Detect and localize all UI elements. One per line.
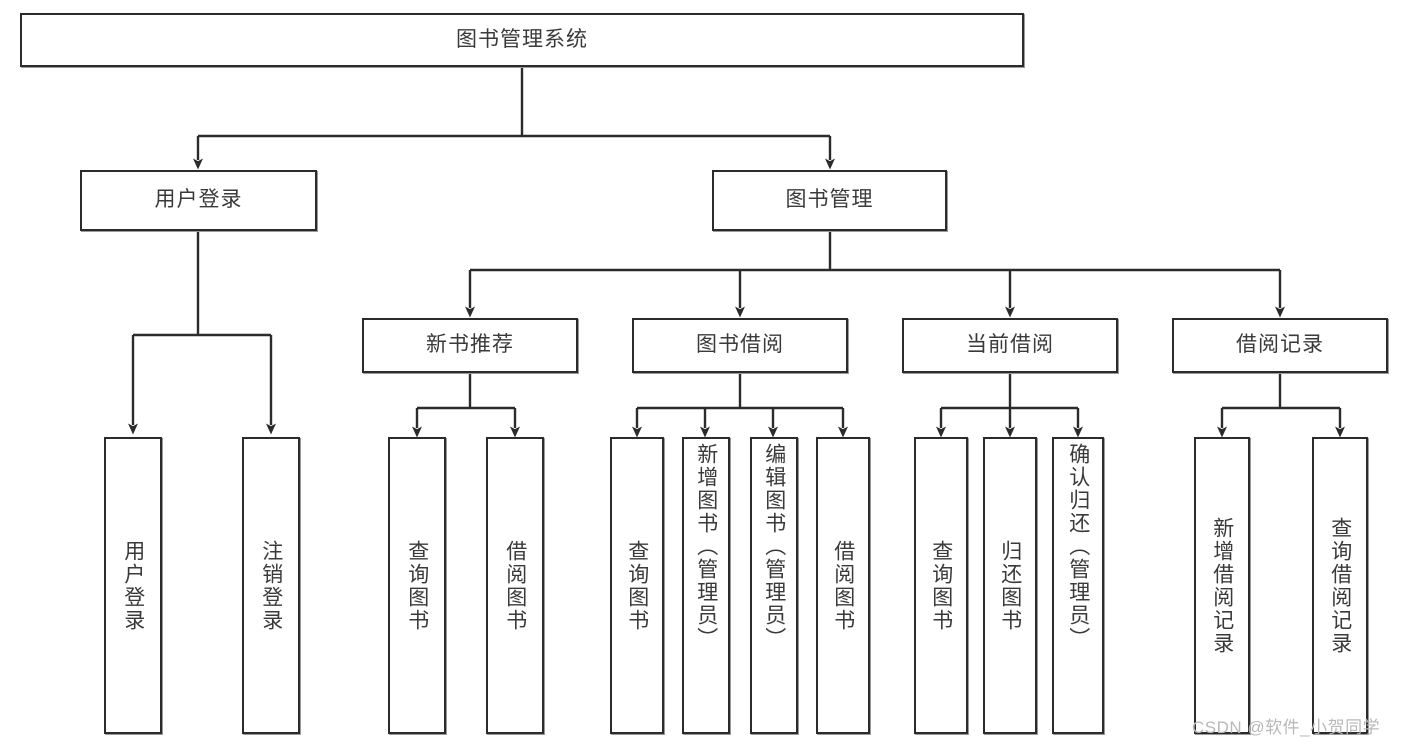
node-label: 查询借阅记录 xyxy=(1328,516,1352,655)
node-label: 查询图书 xyxy=(625,539,649,632)
node-label: 借阅记录 xyxy=(1236,333,1324,357)
leaf-query-borrow-record[interactable]: 查询借阅记录 xyxy=(1312,437,1368,734)
leaf-user-login[interactable]: 用户登录 xyxy=(104,437,162,734)
leaf-borrow-book-recommend[interactable]: 借阅图书 xyxy=(486,437,544,734)
node-label: 新书推荐 xyxy=(426,333,514,357)
node-current-borrow[interactable]: 当前借阅 xyxy=(902,318,1118,373)
node-new-book-recommend[interactable]: 新书推荐 xyxy=(362,318,578,373)
leaf-query-book-recommend[interactable]: 查询图书 xyxy=(388,437,446,734)
node-root[interactable]: 图书管理系统 xyxy=(20,13,1024,67)
node-label: 图书管理系统 xyxy=(456,27,588,51)
watermark: CSDN @软件_小贺同学 xyxy=(1192,718,1381,737)
node-label: 归还图书 xyxy=(998,539,1022,632)
node-label: 当前借阅 xyxy=(966,333,1054,357)
node-label: 新增图书（管理员） xyxy=(694,443,718,650)
leaf-query-book-current[interactable]: 查询图书 xyxy=(914,437,968,734)
node-label: 查询图书 xyxy=(405,539,429,632)
node-label: 注销登录 xyxy=(259,539,283,632)
leaf-query-book-borrow[interactable]: 查询图书 xyxy=(610,437,664,734)
node-label: 编辑图书（管理员） xyxy=(762,443,786,650)
node-label: 借阅图书 xyxy=(831,539,855,632)
node-label: 确认归还（管理员） xyxy=(1066,443,1090,650)
node-label: 图书借阅 xyxy=(696,333,784,357)
leaf-add-borrow-record[interactable]: 新增借阅记录 xyxy=(1194,437,1250,734)
leaf-return-book[interactable]: 归还图书 xyxy=(983,437,1037,734)
node-label: 借阅图书 xyxy=(503,539,527,632)
node-user-login[interactable]: 用户登录 xyxy=(80,170,317,231)
node-label: 新增借阅记录 xyxy=(1210,516,1234,655)
leaf-confirm-return-admin[interactable]: 确认归还（管理员） xyxy=(1052,437,1104,734)
node-label: 图书管理 xyxy=(785,188,874,212)
node-book-management[interactable]: 图书管理 xyxy=(712,170,947,231)
leaf-borrow-book[interactable]: 借阅图书 xyxy=(816,437,870,734)
node-label: 查询图书 xyxy=(929,539,953,632)
leaf-edit-book-admin[interactable]: 编辑图书（管理员） xyxy=(750,437,798,734)
leaf-user-logout[interactable]: 注销登录 xyxy=(242,437,300,734)
node-book-borrow[interactable]: 图书借阅 xyxy=(632,318,848,373)
node-label: 用户登录 xyxy=(121,539,145,632)
node-borrow-record[interactable]: 借阅记录 xyxy=(1172,318,1388,373)
node-label: 用户登录 xyxy=(154,188,243,212)
leaf-add-book-admin[interactable]: 新增图书（管理员） xyxy=(682,437,730,734)
